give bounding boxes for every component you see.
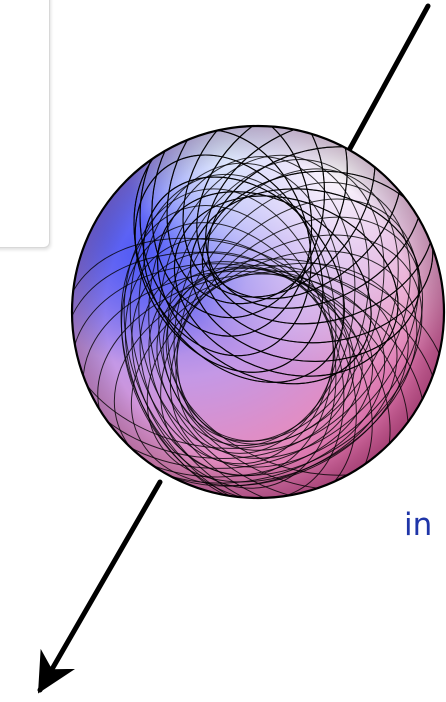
axis-arrow-lower — [40, 482, 160, 690]
edge-label: in — [404, 510, 432, 541]
sphere — [42, 47, 446, 563]
